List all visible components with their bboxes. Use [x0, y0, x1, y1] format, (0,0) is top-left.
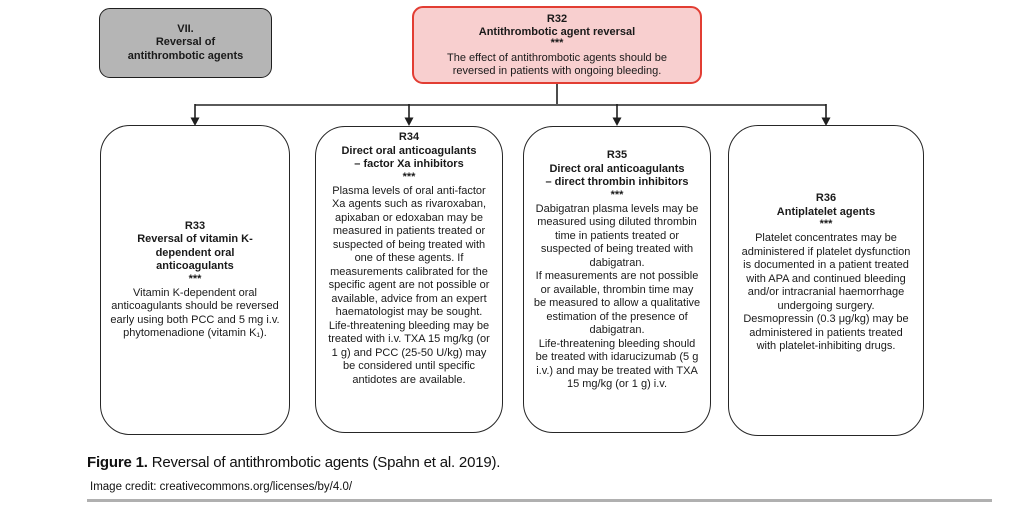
evidence-stars: *** [402, 170, 416, 183]
node-r35: R35 Direct oral anticoagulants – direct … [523, 126, 711, 433]
evidence-stars: *** [610, 188, 624, 201]
node-title: Antithrombotic agent reversal [478, 25, 636, 38]
node-vii-section: VII. Reversal of antithrombotic agents [99, 8, 272, 78]
node-r32: R32 Antithrombotic agent reversal *** Th… [412, 6, 702, 84]
node-body: Plasma levels of oral anti-factor Xa age… [328, 184, 490, 386]
node-body: Vitamin K-dependent oral anticoagulants … [110, 286, 280, 340]
node-title: Direct oral anticoagulants – direct thro… [545, 162, 689, 189]
node-body: Dabigatran plasma levels may be measured… [533, 202, 701, 391]
arrowhead-r35 [612, 117, 622, 126]
section-title: VII. Reversal of antithrombotic agents [127, 22, 244, 62]
node-id: R33 [184, 219, 206, 232]
node-id: R34 [398, 131, 420, 143]
node-id: R35 [606, 149, 628, 161]
node-title: Antiplatelet agents [776, 205, 876, 218]
evidence-stars: *** [188, 272, 202, 285]
node-r36: R36 Antiplatelet agents *** Platelet con… [728, 125, 924, 436]
image-credit: Image credit: creativecommons.org/licens… [90, 481, 353, 493]
bottom-divider [87, 499, 992, 502]
figure-caption-label: Figure 1. [87, 454, 148, 471]
node-r33: R33 Reversal of vitamin K- dependent ora… [100, 125, 290, 435]
evidence-stars: *** [819, 218, 833, 230]
node-title: Direct oral anticoagulants – factor Xa i… [341, 144, 477, 171]
node-body: The effect of antithrombotic agents shou… [447, 51, 667, 77]
node-title: Reversal of vitamin K- dependent oral an… [137, 233, 253, 272]
node-body: Platelet concentrates may be administere… [741, 232, 911, 352]
node-id: R36 [815, 192, 837, 204]
figure-caption: Figure 1. Reversal of antithrombotic age… [87, 454, 500, 471]
arrowhead-r34 [404, 117, 414, 126]
evidence-stars: *** [550, 36, 564, 49]
figure-caption-text: Reversal of antithrombotic agents (Spahn… [151, 454, 501, 471]
node-id: R32 [546, 12, 568, 25]
node-r34: R34 Direct oral anticoagulants – factor … [315, 126, 503, 433]
